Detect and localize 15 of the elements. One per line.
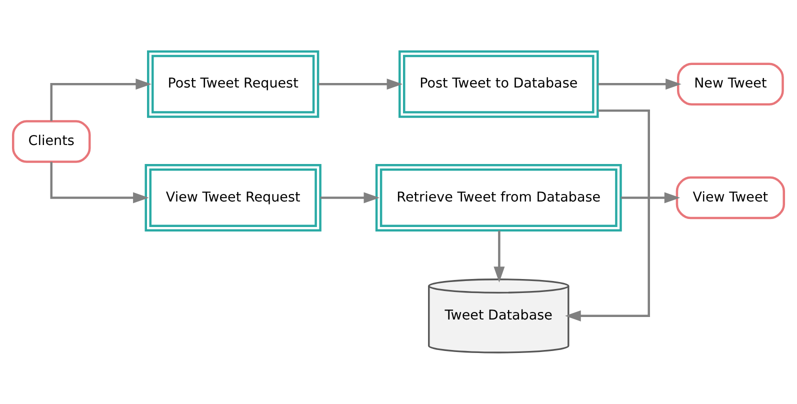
node-box: Retrieve Tweet from Database bbox=[375, 164, 622, 232]
arrow bbox=[318, 78, 403, 90]
node-box: View Tweet Request bbox=[144, 164, 322, 232]
node-box: Clients bbox=[12, 120, 91, 163]
node-box: Post Tweet Request bbox=[147, 50, 320, 118]
arrow bbox=[50, 78, 152, 122]
arrow bbox=[565, 109, 650, 322]
arrow bbox=[494, 230, 505, 282]
arrow bbox=[621, 192, 680, 204]
node-box: View Tweet bbox=[676, 176, 786, 220]
arrow bbox=[50, 162, 149, 204]
arrow bbox=[320, 192, 380, 204]
node-box: Post Tweet to Database bbox=[398, 50, 599, 118]
node-box: New Tweet bbox=[677, 62, 784, 106]
arrow bbox=[598, 78, 682, 90]
